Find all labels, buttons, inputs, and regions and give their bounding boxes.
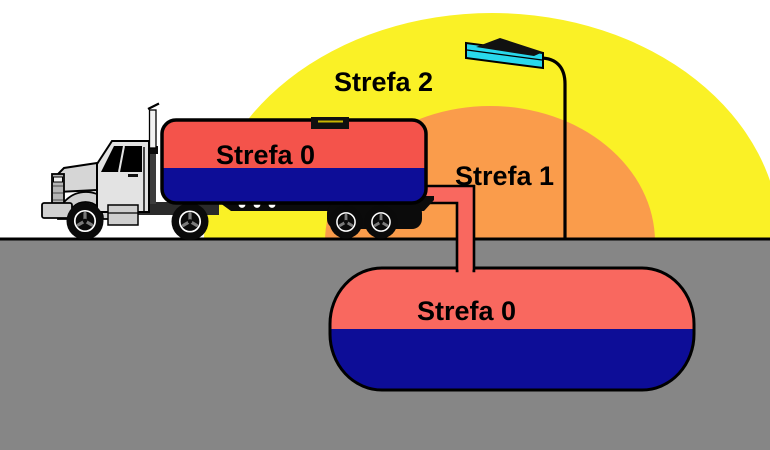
underground-tank-vapour-space bbox=[330, 268, 694, 329]
truck-tank-vapour-space bbox=[162, 120, 426, 168]
underground-tank-outline bbox=[328, 266, 696, 392]
tractor-rear-wheel bbox=[169, 201, 211, 242]
zone1-label: Strefa 1 bbox=[455, 161, 554, 191]
underground-storage-tank bbox=[328, 266, 696, 392]
exhaust-stack-cap bbox=[147, 102, 160, 110]
street-lamp bbox=[465, 38, 567, 240]
pipe-tank-junction bbox=[458, 264, 473, 274]
window-pillar bbox=[118, 145, 125, 173]
truck-tank-outline bbox=[160, 118, 428, 205]
tractor-cab bbox=[41, 102, 219, 242]
tanker-truck bbox=[41, 102, 434, 242]
headlight bbox=[53, 176, 63, 183]
front-wheel bbox=[64, 200, 106, 242]
door-handle bbox=[128, 174, 138, 177]
underground-tank-liquid bbox=[330, 329, 694, 390]
tanker-trailer bbox=[160, 117, 434, 240]
tank-hatch bbox=[311, 117, 349, 129]
side-step-box bbox=[107, 204, 139, 226]
exhaust-stack bbox=[148, 109, 157, 149]
trailer-wheel bbox=[328, 204, 364, 240]
lamp-head-highlight bbox=[466, 49, 543, 61]
trailer-wheel bbox=[363, 204, 399, 240]
truck-tank-liquid bbox=[162, 168, 426, 203]
exhaust-stack-collar bbox=[147, 146, 158, 154]
lamp-top-lid bbox=[476, 38, 543, 56]
lamp-pole bbox=[539, 56, 567, 240]
zone2-label: Strefa 2 bbox=[334, 67, 433, 97]
truck-tank-zone-label: Strefa 0 bbox=[216, 140, 315, 170]
exhaust-stack-lower bbox=[150, 152, 156, 204]
underground-tank-zone-label: Strefa 0 bbox=[417, 296, 516, 326]
